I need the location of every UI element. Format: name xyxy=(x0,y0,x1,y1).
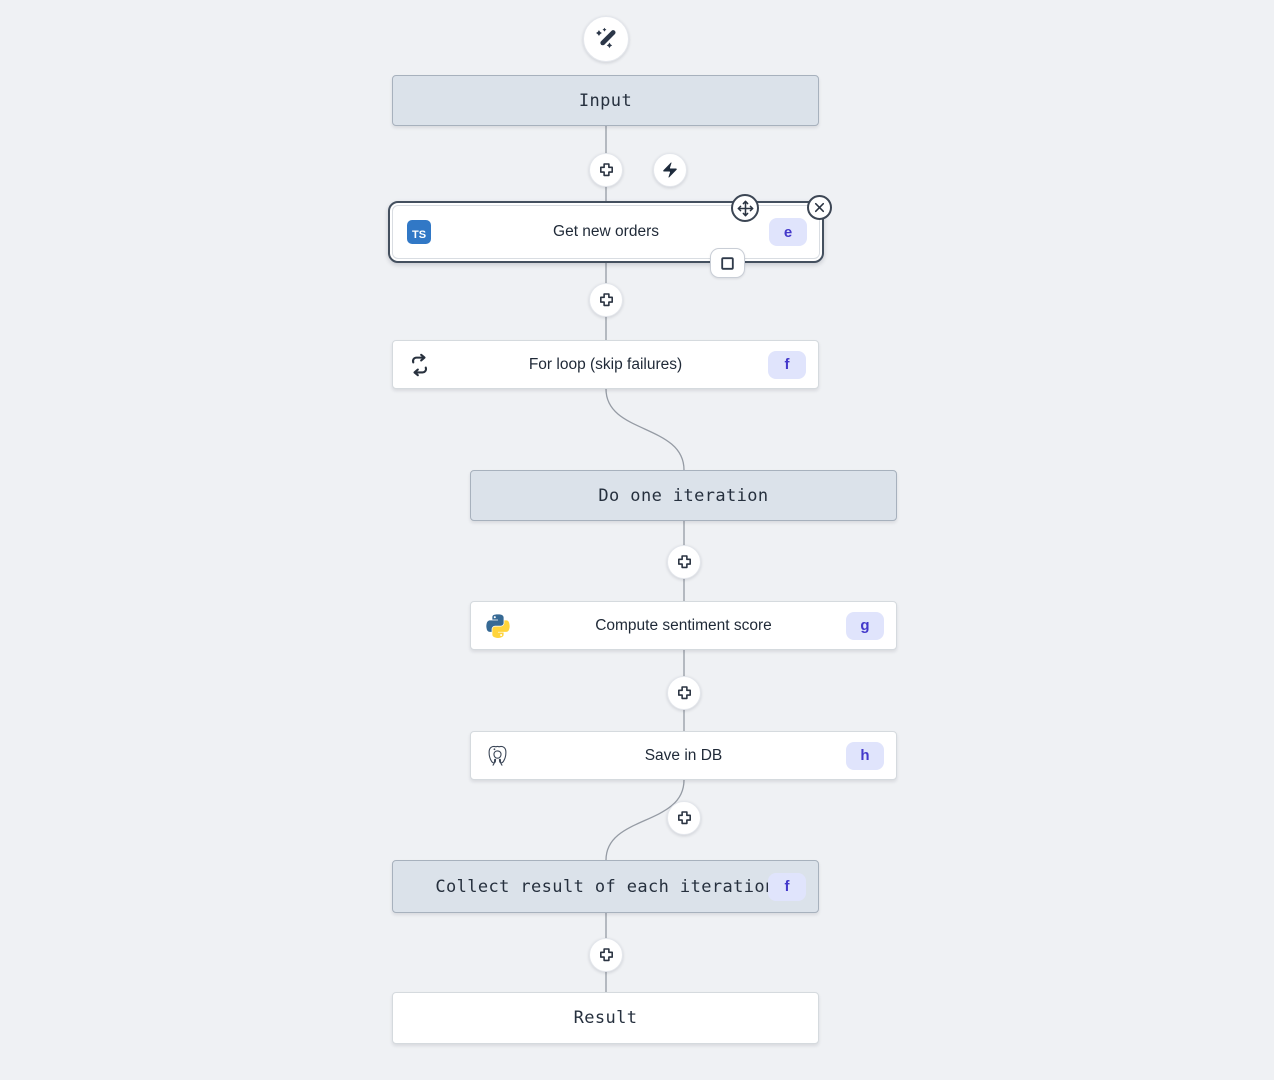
trigger-button[interactable] xyxy=(653,153,687,187)
edge-savedb-collect xyxy=(605,779,685,861)
postgresql-icon xyxy=(485,743,510,768)
ai-wand-button[interactable] xyxy=(583,16,629,62)
wand-sparkles-icon xyxy=(595,27,616,49)
close-x-icon xyxy=(814,202,825,213)
plus-icon xyxy=(599,162,613,176)
node-label: For loop (skip failures) xyxy=(528,355,683,373)
node-collect-result[interactable]: Collect result of each iteration f xyxy=(392,860,819,913)
node-do-one-iteration[interactable]: Do one iteration xyxy=(470,470,897,521)
insert-step-button[interactable] xyxy=(667,676,701,710)
node-result[interactable]: Result xyxy=(392,992,819,1044)
plus-icon xyxy=(599,292,613,306)
move-node-button[interactable] xyxy=(731,194,759,222)
node-save-in-db[interactable]: Save in DB h xyxy=(470,731,897,780)
node-frame-toggle-button[interactable] xyxy=(710,248,745,278)
insert-step-button[interactable] xyxy=(589,283,623,317)
node-compute-sentiment-score[interactable]: Compute sentiment score g xyxy=(470,601,897,650)
insert-step-button[interactable] xyxy=(667,801,701,835)
edge-forloop-iteration xyxy=(605,388,685,471)
step-id-badge: h xyxy=(846,741,884,770)
node-input[interactable]: Input xyxy=(392,75,819,126)
plus-icon xyxy=(677,810,691,824)
lightning-bolt-icon xyxy=(663,162,677,178)
move-arrows-icon xyxy=(737,200,753,216)
step-id-badge: f xyxy=(768,350,806,379)
node-label: Do one iteration xyxy=(598,485,769,506)
typescript-icon: TS xyxy=(407,220,431,244)
remove-node-button[interactable] xyxy=(807,195,832,220)
square-outline-icon xyxy=(721,256,734,270)
node-label: Save in DB xyxy=(644,746,723,764)
node-label: Collect result of each iteration xyxy=(435,876,776,897)
loop-repeat-icon xyxy=(407,352,432,377)
insert-step-button[interactable] xyxy=(667,545,701,579)
step-id-badge: g xyxy=(846,611,884,640)
insert-step-button[interactable] xyxy=(589,938,623,972)
step-id-badge: f xyxy=(768,872,806,901)
node-label: Compute sentiment score xyxy=(595,616,772,634)
plus-icon xyxy=(599,947,613,961)
step-id-badge: e xyxy=(769,218,807,246)
node-label: Get new orders xyxy=(553,223,659,240)
plus-icon xyxy=(677,554,691,568)
insert-step-button[interactable] xyxy=(589,153,623,187)
plus-icon xyxy=(677,685,691,699)
node-label: Result xyxy=(573,1008,638,1028)
node-for-loop[interactable]: For loop (skip failures) f xyxy=(392,340,819,389)
node-label: Input xyxy=(578,90,633,111)
python-icon xyxy=(485,613,511,639)
